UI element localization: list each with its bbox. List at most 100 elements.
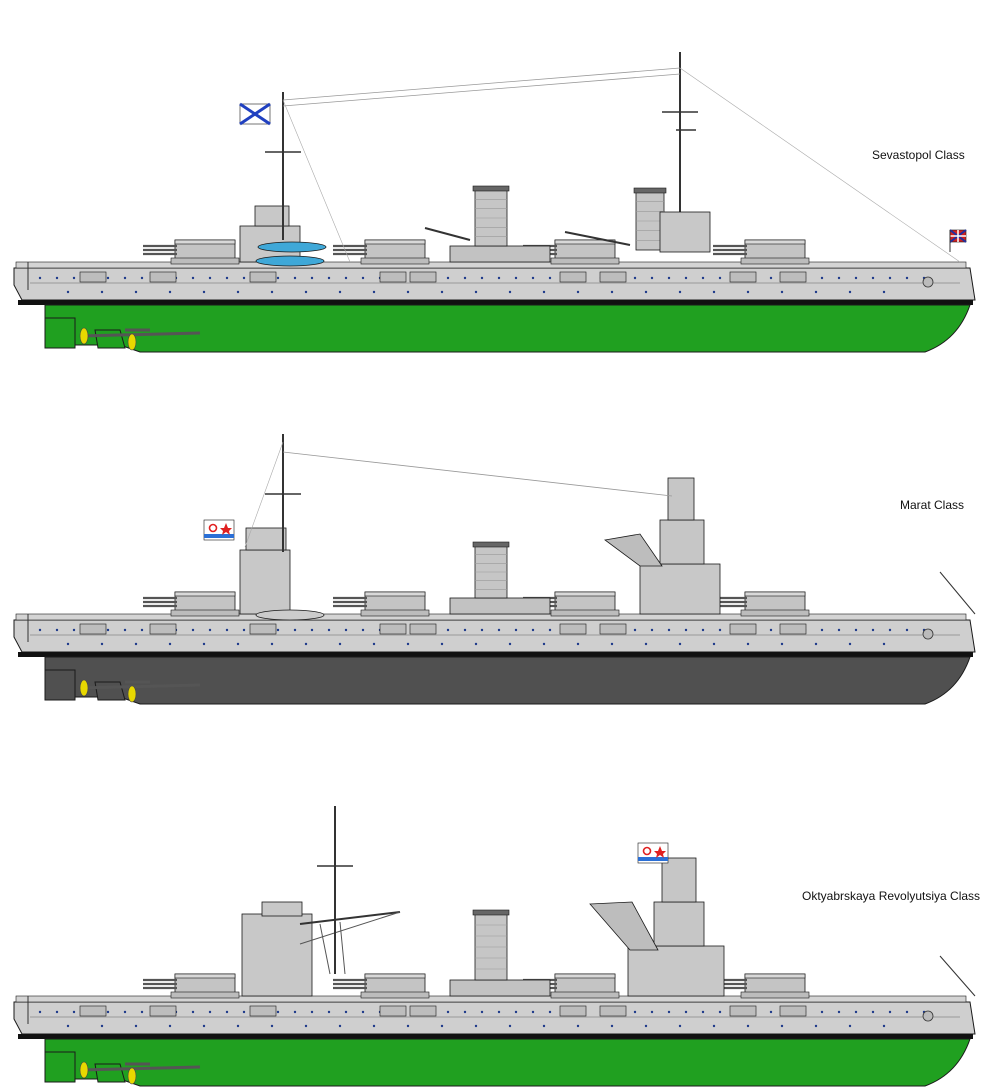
funnel-cap — [472, 185, 510, 192]
casemate — [779, 623, 807, 635]
antenna-wire — [282, 451, 673, 497]
gun-turret-3 — [713, 591, 810, 617]
porthole — [372, 642, 376, 646]
porthole — [888, 1010, 892, 1014]
porthole — [633, 276, 637, 280]
turret-roof — [364, 239, 426, 245]
porthole — [814, 290, 818, 294]
porthole — [123, 628, 127, 632]
porthole — [372, 1024, 376, 1028]
porthole — [72, 628, 76, 632]
porthole — [548, 628, 552, 632]
casemate — [559, 271, 587, 283]
porthole — [837, 628, 841, 632]
porthole — [633, 628, 637, 632]
porthole — [191, 1010, 195, 1014]
porthole — [202, 290, 206, 294]
aft-bridge — [659, 211, 711, 253]
porthole — [134, 642, 138, 646]
porthole — [270, 290, 274, 294]
porthole — [684, 276, 688, 280]
funnel-cap-aft — [604, 533, 663, 567]
porthole — [888, 628, 892, 632]
foremast — [265, 434, 301, 552]
casemate — [379, 1005, 407, 1017]
rudder — [44, 1051, 76, 1083]
porthole — [644, 642, 648, 646]
porthole — [480, 276, 484, 280]
porthole — [514, 628, 518, 632]
porthole — [474, 1024, 478, 1028]
porthole — [270, 1024, 274, 1028]
porthole — [820, 276, 824, 280]
gun-turret-3 — [713, 239, 810, 265]
ship-profile-oktyabrskaya — [13, 806, 976, 1087]
porthole — [406, 290, 410, 294]
jack-staff — [939, 955, 976, 997]
porthole — [814, 1024, 818, 1028]
bridge-top — [254, 205, 290, 227]
crane-bracing — [339, 921, 346, 975]
casemate — [599, 623, 627, 635]
casemate — [249, 1005, 277, 1017]
porthole — [338, 1024, 342, 1028]
porthole — [361, 1010, 365, 1014]
porthole — [242, 628, 246, 632]
porthole — [644, 290, 648, 294]
porthole — [440, 642, 444, 646]
porthole — [474, 290, 478, 294]
porthole — [361, 628, 365, 632]
underwater-hull — [44, 656, 971, 705]
porthole — [712, 1024, 716, 1028]
casemate — [729, 623, 757, 635]
porthole — [531, 1010, 535, 1014]
anchor-hawse-icon — [922, 628, 934, 640]
porthole — [168, 290, 172, 294]
porthole — [208, 1010, 212, 1014]
porthole — [701, 1010, 705, 1014]
funnel-cap — [633, 187, 667, 194]
propeller-icon — [127, 685, 137, 703]
porthole — [780, 1024, 784, 1028]
funnel-fore — [472, 541, 510, 599]
porthole — [463, 1010, 467, 1014]
aft-tower — [653, 901, 705, 947]
porthole — [293, 276, 297, 280]
red-star-icon — [654, 846, 666, 858]
bridge-block — [241, 913, 313, 997]
porthole — [463, 276, 467, 280]
propeller-icon — [79, 327, 89, 345]
porthole — [854, 276, 858, 280]
porthole — [344, 276, 348, 280]
porthole — [140, 276, 144, 280]
porthole — [202, 642, 206, 646]
propeller-icon — [79, 1061, 89, 1079]
porthole — [168, 642, 172, 646]
casemate — [79, 1005, 107, 1017]
porthole — [100, 1024, 104, 1028]
porthole — [140, 1010, 144, 1014]
porthole — [854, 628, 858, 632]
porthole — [327, 628, 331, 632]
turret-roof — [554, 973, 616, 979]
porthole — [769, 628, 773, 632]
porthole — [276, 1010, 280, 1014]
porthole — [650, 276, 654, 280]
porthole — [225, 276, 229, 280]
casemate — [409, 623, 437, 635]
casemate — [409, 1005, 437, 1017]
casemate — [559, 623, 587, 635]
porthole — [667, 1010, 671, 1014]
crane-bracing — [299, 911, 401, 945]
porthole — [270, 642, 274, 646]
turret-barbette — [550, 257, 620, 265]
porthole — [508, 290, 512, 294]
porthole — [55, 1010, 59, 1014]
boat-crane — [564, 231, 631, 246]
soviet-naval-flag — [637, 842, 669, 864]
porthole — [678, 642, 682, 646]
porthole — [542, 642, 546, 646]
porthole — [225, 1010, 229, 1014]
porthole — [531, 276, 535, 280]
ship-profile-sevastopol — [13, 52, 976, 353]
